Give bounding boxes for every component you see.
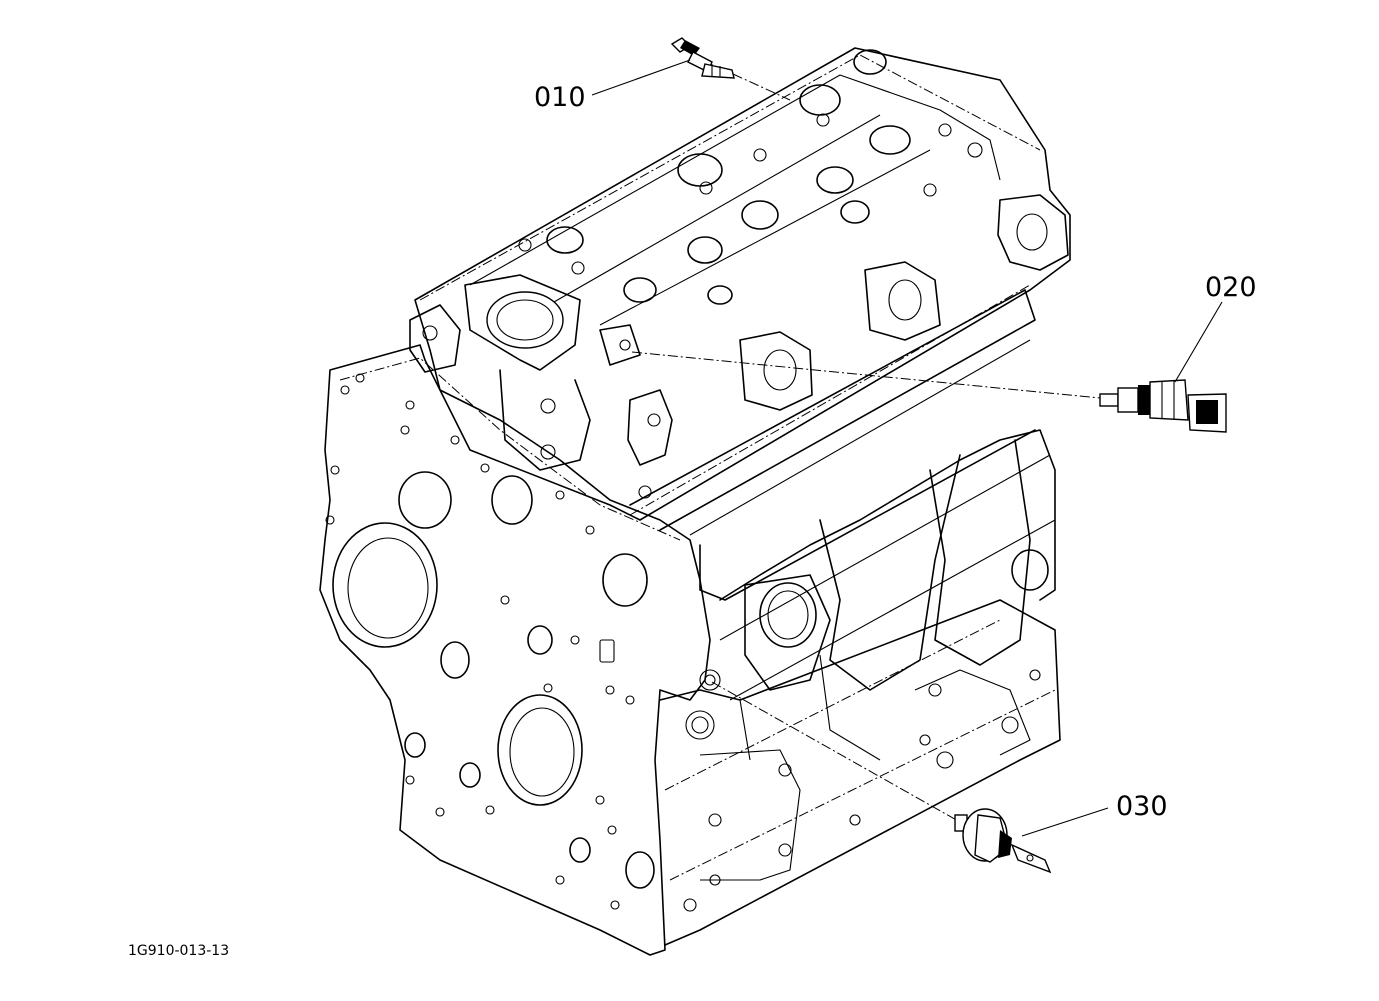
- leader-030: [1021, 807, 1109, 837]
- callout-030: 030: [1116, 791, 1168, 822]
- part-030-oil-pressure-switch: [711, 681, 1052, 874]
- engine-block-illustration: [319, 47, 1071, 956]
- leader-010: [591, 59, 691, 96]
- drawing-number: 1G910-013-13: [128, 943, 229, 959]
- callout-010: 010: [534, 82, 586, 113]
- callout-020: 020: [1205, 272, 1257, 303]
- leader-lines: [591, 59, 1223, 837]
- leader-020: [1174, 301, 1223, 383]
- part-010-temperature-sensor: [670, 37, 791, 101]
- part-020-sender-unit: [631, 351, 1227, 433]
